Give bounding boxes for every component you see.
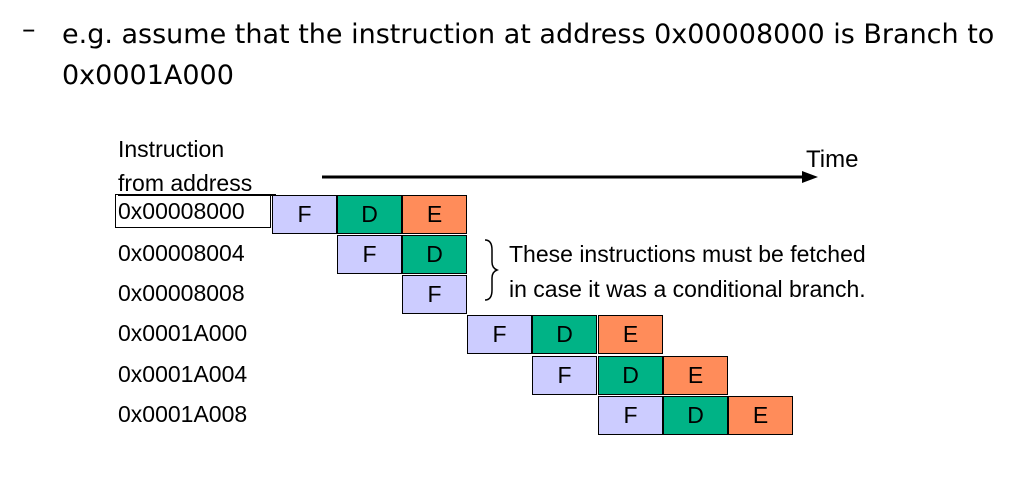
- stage-decode-row-5: D: [598, 356, 663, 395]
- bullet-line-2: 0x0001A000: [62, 60, 234, 91]
- stage-execute-row-1: E: [402, 195, 467, 234]
- header-from-address: from address: [118, 170, 253, 196]
- stage-decode-row-1: D: [337, 195, 402, 234]
- address-label-6: 0x0001A008: [118, 401, 248, 427]
- stage-execute-row-6: E: [728, 396, 793, 435]
- stage-fetch-row-1: F: [272, 195, 337, 234]
- stage-fetch-row-4: F: [467, 315, 532, 354]
- time-label: Time: [806, 146, 859, 173]
- bullet-text: e.g. assume that the instruction at addr…: [62, 14, 1022, 96]
- header-underline: [118, 194, 276, 196]
- bullet-line-1: e.g. assume that the instruction at addr…: [62, 19, 995, 50]
- address-label-4: 0x0001A000: [118, 320, 248, 346]
- stage-fetch-row-6: F: [598, 396, 663, 435]
- stage-decode-row-6: D: [663, 396, 728, 435]
- address-label-2: 0x00008004: [118, 240, 245, 266]
- bullet-dash: –: [22, 14, 36, 45]
- note-line-2: in case it was a conditional branch.: [509, 276, 866, 302]
- address-label-3: 0x00008008: [118, 280, 245, 306]
- stage-fetch-row-2: F: [337, 235, 402, 274]
- stage-execute-row-4: E: [598, 315, 663, 354]
- first-address-box: [115, 194, 271, 228]
- address-label-1: 0x00008000: [118, 198, 245, 224]
- stage-execute-row-5: E: [663, 356, 728, 395]
- stage-fetch-row-5: F: [532, 356, 597, 395]
- address-label-5: 0x0001A004: [118, 361, 248, 387]
- stage-fetch-row-3: F: [402, 275, 467, 314]
- stage-decode-row-2: D: [402, 235, 467, 274]
- stage-decode-row-4: D: [532, 315, 597, 354]
- note-line-1: These instructions must be fetched: [509, 241, 866, 267]
- header-instruction: Instruction: [118, 136, 225, 162]
